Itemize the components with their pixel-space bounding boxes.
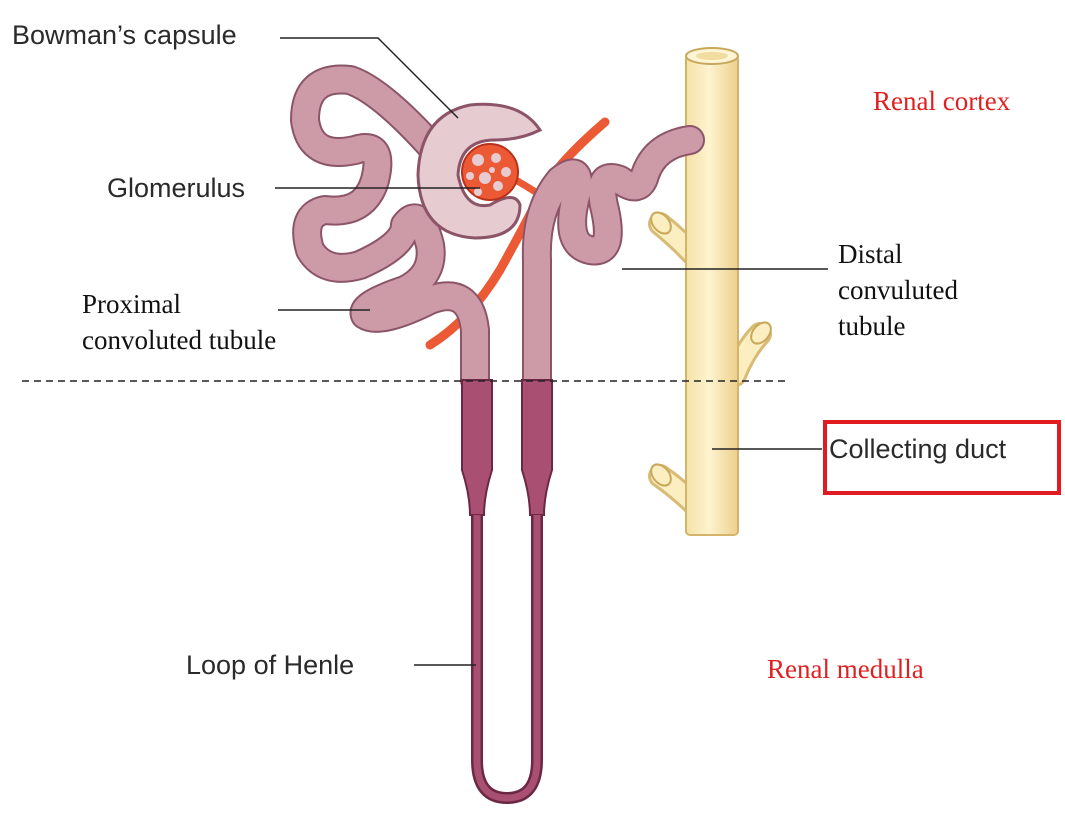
distal-label-line-3: tubule [838, 311, 906, 341]
distal-tubule-label: Distal convuluted tubule [838, 236, 958, 344]
glomerulus-capillaries [461, 143, 519, 201]
renal-cortex-label: Renal cortex [873, 86, 1011, 116]
proximal-label-line-1: Proximal [82, 289, 181, 319]
bowmans-capsule-label: Bowman’s capsule [12, 20, 237, 50]
collecting-duct-highlight [823, 420, 1061, 495]
distal-label-line-2: convuluted [838, 275, 958, 305]
bowmans-capsule [416, 102, 543, 240]
nephron-tubule [290, 64, 705, 395]
collecting-duct-label: Collecting duct [829, 434, 1007, 464]
glomerulus-label: Glomerulus [107, 173, 246, 203]
collecting-duct [648, 47, 772, 536]
proximal-tubule-label: Proximal convoluted tubule [82, 286, 276, 358]
leader-lines [275, 37, 828, 666]
renal-medulla-label: Renal medulla [767, 654, 924, 684]
distal-label-line-1: Distal [838, 239, 903, 269]
loop-of-henle-label: Loop of Henle [186, 650, 355, 680]
leader-bowmans [280, 37, 459, 119]
proximal-label-line-2: convoluted tubule [82, 325, 277, 355]
loop-of-henle [461, 379, 553, 805]
